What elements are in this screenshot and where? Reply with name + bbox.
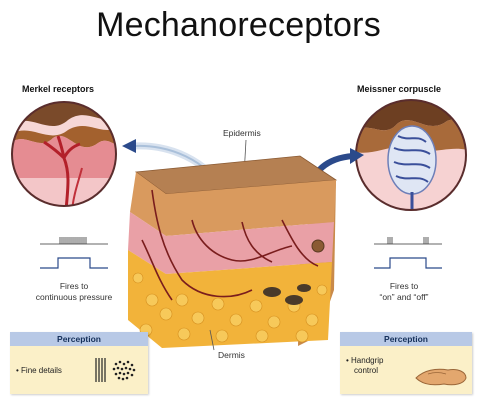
merkel-perception-header: Perception [10, 332, 148, 346]
epidermis-label: Epidermis [223, 128, 261, 138]
meissner-perception-panel: Perception • Handgrip control [340, 332, 472, 394]
fine-details-pattern-icon [92, 356, 144, 386]
meissner-perception-header: Perception [340, 332, 472, 346]
page-title: Mechanoreceptors [0, 6, 477, 45]
meissner-corpuscle-illustration [352, 96, 470, 214]
merkel-firing-pattern [38, 232, 110, 272]
skin-cross-section [122, 150, 344, 350]
meissner-caption-line1: Fires to [344, 281, 464, 291]
dermis-leader-line [206, 328, 220, 354]
merkel-perception-panel: Perception • Fine details [10, 332, 148, 394]
merkel-heading: Merkel receptors [22, 84, 94, 94]
merkel-caption-line2: continuous pressure [8, 292, 140, 302]
meissner-perception-item-line1: • Handgrip [346, 356, 384, 365]
merkel-receptor-illustration [8, 98, 120, 210]
merkel-caption-line1: Fires to [8, 281, 140, 291]
hand-grip-icon [414, 360, 468, 388]
meissner-caption-line2: “on” and “off” [344, 292, 464, 302]
meissner-firing-pattern [372, 232, 444, 272]
merkel-perception-item: • Fine details [16, 366, 62, 375]
dermis-label: Dermis [218, 350, 245, 360]
meissner-perception-item-line2: control [354, 366, 378, 375]
meissner-heading: Meissner corpuscle [357, 84, 441, 94]
